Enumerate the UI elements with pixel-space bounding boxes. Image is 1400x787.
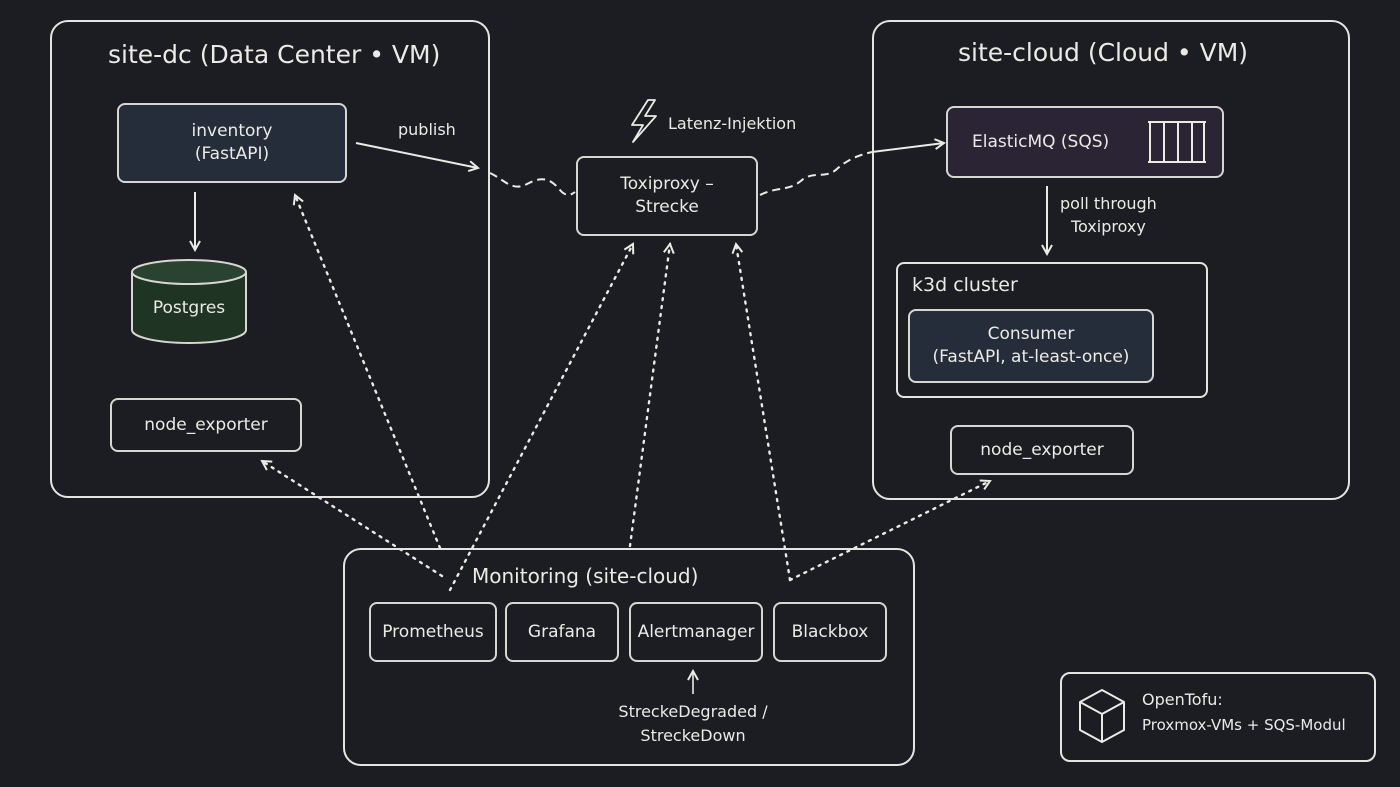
poll-line-1: poll through: [1060, 194, 1157, 213]
probe-blackbox-to-toxiproxy: [736, 244, 792, 582]
inventory-sublabel: (FastAPI): [194, 144, 270, 164]
prometheus-node: Prometheus: [369, 602, 497, 662]
k3d-cluster-region: [896, 262, 1208, 398]
site-dc-region: [50, 20, 490, 498]
toxiproxy-node: Toxiproxy – Strecke: [576, 156, 758, 236]
latency-injection-label: Latenz-Injektion: [668, 114, 797, 133]
postgres-label: Postgres: [152, 298, 226, 318]
lightning-icon: [631, 99, 657, 143]
scrape-blackbox-to-node-exporter-cloud: [788, 481, 990, 582]
opentofu-legend: [1060, 672, 1376, 762]
elasticmq-label: ElasticMQ (SQS): [972, 131, 1110, 152]
opentofu-description: Proxmox-VMs + SQS-Modul: [1142, 716, 1346, 734]
inventory-service: inventory (FastAPI): [117, 103, 347, 183]
alert-line-1: StreckeDegraded /: [618, 702, 768, 721]
node-exporter-cloud: node_exporter: [950, 425, 1134, 475]
elasticmq-queue: ElasticMQ (SQS): [946, 106, 1224, 178]
site-cloud-title: site-cloud (Cloud • VM): [958, 38, 1249, 67]
scrape-grafana-to-toxiproxy: [628, 244, 670, 548]
consumer-service: Consumer (FastAPI, at-least-once): [908, 309, 1154, 383]
postgres-database-icon: [131, 259, 247, 344]
inventory-label: inventory: [191, 121, 273, 142]
alert-rules-label: StreckeDegraded / StreckeDown: [598, 700, 788, 748]
poll-through-label: poll through Toxiproxy: [1060, 192, 1157, 238]
site-dc-title: site-dc (Data Center • VM): [108, 40, 441, 69]
alertmanager-node: Alertmanager: [629, 602, 763, 662]
node-exporter-dc-label: node_exporter: [144, 414, 268, 435]
monitoring-title: Monitoring (site-cloud): [472, 564, 699, 588]
arrow-to-elasticmq: [871, 143, 944, 153]
alertmanager-label: Alertmanager: [637, 621, 755, 642]
alert-line-2: StreckeDown: [640, 726, 746, 745]
scrape-prometheus-to-inventory: [295, 195, 442, 550]
blackbox-label: Blackbox: [791, 621, 869, 642]
scrape-prometheus-to-node-exporter-dc: [262, 459, 444, 578]
wavy-link-to-toxiproxy: [489, 172, 576, 196]
scrape-prometheus-to-toxiproxy: [448, 244, 633, 592]
toxiproxy-sublabel: Strecke: [635, 197, 699, 217]
queue-icon: [1148, 121, 1206, 163]
publish-label: publish: [398, 120, 456, 139]
consumer-label: Consumer: [987, 324, 1075, 345]
opentofu-title: OpenTofu:: [1142, 690, 1223, 709]
cube-icon: [1079, 689, 1125, 743]
node-exporter-cloud-label: node_exporter: [980, 439, 1104, 460]
grafana-label: Grafana: [527, 621, 597, 642]
consumer-sublabel: (FastAPI, at-least-once): [932, 347, 1130, 367]
blackbox-node: Blackbox: [773, 602, 887, 662]
grafana-node: Grafana: [505, 602, 619, 662]
arrow-publish: [355, 142, 478, 168]
monitoring-region: [343, 548, 915, 766]
prometheus-label: Prometheus: [382, 621, 484, 642]
toxiproxy-label: Toxiproxy –: [620, 174, 714, 195]
k3d-cluster-title: k3d cluster: [912, 274, 1018, 296]
node-exporter-dc: node_exporter: [110, 398, 302, 452]
site-cloud-region: [872, 20, 1350, 500]
poll-line-2: Toxiproxy: [1070, 217, 1146, 237]
wavy-link-to-elasticmq: [759, 151, 873, 196]
